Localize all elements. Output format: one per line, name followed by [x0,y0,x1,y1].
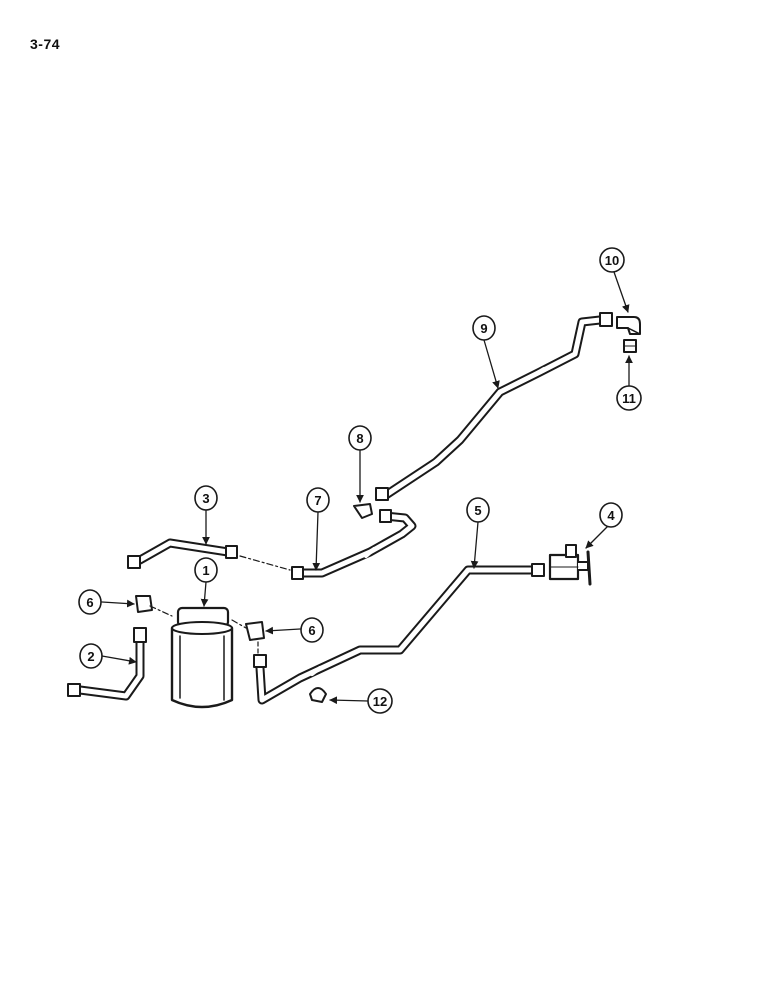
filter-1 [170,606,234,709]
callout-9: 9 [472,315,496,341]
callout-6-left: 6 [78,589,102,615]
adapter-11 [623,339,637,353]
svg-text:12: 12 [373,694,387,709]
line-3 [127,538,238,569]
leader-6-right [265,626,301,635]
callout-8: 8 [348,425,372,451]
leader-4 [585,525,609,549]
leader-6-left [101,599,135,608]
line-9 [375,312,613,501]
leader-7 [312,511,321,571]
elbow-8 [353,503,373,519]
line-7 [291,509,417,580]
valve-4 [548,544,592,586]
svg-text:5: 5 [474,503,481,518]
svg-text:7: 7 [314,493,321,508]
svg-text:6: 6 [86,595,93,610]
svg-text:2: 2 [87,649,94,664]
svg-text:8: 8 [356,431,363,446]
callout-6-right: 6 [300,617,324,643]
line-5 [253,563,545,705]
callout-4: 4 [599,502,623,528]
callout-1: 1 [194,557,218,583]
leader-5 [470,521,479,569]
clip-12 [309,687,327,703]
page-number: 3-74 [30,36,61,52]
callout-5: 5 [466,497,490,523]
elbow-6-right [245,621,265,641]
svg-text:10: 10 [605,253,619,268]
elbow-6-left [135,595,153,613]
callout-2: 2 [79,643,103,669]
svg-text:6: 6 [308,623,315,638]
leader-1 [200,581,209,607]
callout-7: 7 [306,487,330,513]
leader-9 [483,339,500,389]
leader-10 [613,271,630,313]
svg-text:3: 3 [202,491,209,506]
svg-text:9: 9 [480,321,487,336]
svg-text:4: 4 [607,508,615,523]
callout-3: 3 [194,485,218,511]
leader-12 [329,696,369,705]
line-2 [67,627,147,701]
callout-10: 10 [599,247,625,273]
svg-text:11: 11 [622,391,636,406]
callout-12: 12 [367,688,393,714]
leader-2 [101,655,137,665]
svg-text:1: 1 [202,563,209,578]
callout-11: 11 [616,385,642,411]
elbow-10 [616,316,641,335]
